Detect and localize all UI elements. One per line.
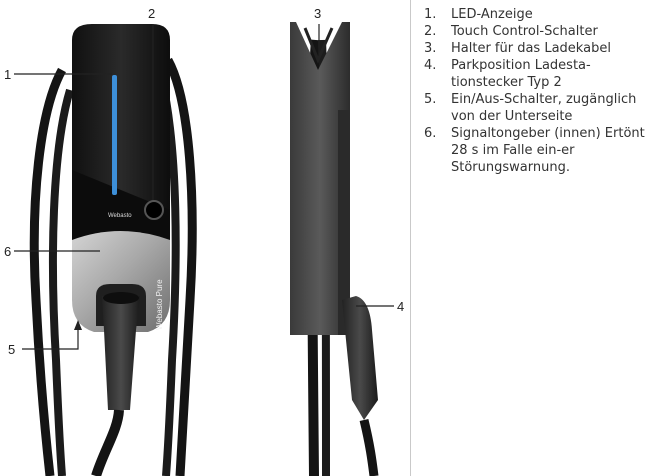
cable-loop-left <box>29 67 66 476</box>
plug-cable <box>91 409 124 476</box>
divider-line <box>410 0 411 476</box>
cable-loop-right-2 <box>158 79 180 476</box>
legend-item-1: 1. LED-Anzeige <box>424 6 652 23</box>
legend-item-6: 6. Signaltongeber (innen) Ertönt 28 s im… <box>424 125 652 176</box>
housing-side-edge <box>338 110 350 335</box>
brand-small: Webasto <box>108 213 132 219</box>
callout-line-5 <box>22 328 79 350</box>
legend-number: 5. <box>424 92 437 107</box>
callout-label-4: 4 <box>397 299 404 314</box>
led-indicator <box>112 75 117 195</box>
parked-plug-cable <box>359 418 379 476</box>
legend-item-2: 2. Touch Control-Schalter <box>424 23 652 40</box>
callout-label-3: 3 <box>314 6 321 21</box>
charging-station-diagram: Webasto Webasto Pure <box>4 6 404 476</box>
legend-text: LED-Anzeige <box>451 7 533 22</box>
charging-plug[interactable] <box>102 296 140 410</box>
callout-label-5: 5 <box>8 342 15 357</box>
legend-item-4: 4. Parkposition Ladesta-tionstecker Typ … <box>424 57 652 91</box>
legend-number: 2. <box>424 24 437 39</box>
legend-number: 6. <box>424 126 437 141</box>
legend-text: Parkposition Ladesta-tionstecker Typ 2 <box>451 58 591 90</box>
front-view: Webasto Webasto Pure <box>29 24 197 476</box>
legend-text: Signaltongeber (innen) Ertönt 28 s im Fa… <box>451 126 645 175</box>
callouts <box>14 24 394 350</box>
cable-holder <box>290 22 350 120</box>
legend-item-3: 3. Halter für das Ladekabel <box>424 40 652 57</box>
parked-plug[interactable] <box>342 296 378 420</box>
legend-number: 1. <box>424 7 437 22</box>
legend-number: 4. <box>424 58 437 73</box>
plug-face <box>103 292 139 304</box>
legend-text: Halter für das Ladekabel <box>451 41 611 56</box>
callout-label-2: 2 <box>148 6 155 21</box>
cable-loop-left-2 <box>48 88 74 476</box>
callout-label-1: 1 <box>4 67 11 82</box>
touch-control-button[interactable] <box>144 200 164 220</box>
housing-lower-panel <box>72 170 170 240</box>
callout-label-6: 6 <box>4 244 11 259</box>
legend-text: Touch Control-Schalter <box>451 24 598 39</box>
cable-loop-right <box>164 57 197 476</box>
legend-item-5: 5. Ein/Aus-Schalter, zugänglich von der … <box>424 91 652 125</box>
callout-arrow-5 <box>74 320 82 330</box>
cable-holder-inner <box>303 27 334 64</box>
brand-side: Webasto Pure <box>155 279 164 330</box>
legend-list: 1. LED-Anzeige 2. Touch Control-Schalter… <box>424 6 652 176</box>
legend-text: Ein/Aus-Schalter, zugänglich von der Unt… <box>451 92 637 124</box>
side-view <box>290 22 379 476</box>
legend-number: 3. <box>424 41 437 56</box>
